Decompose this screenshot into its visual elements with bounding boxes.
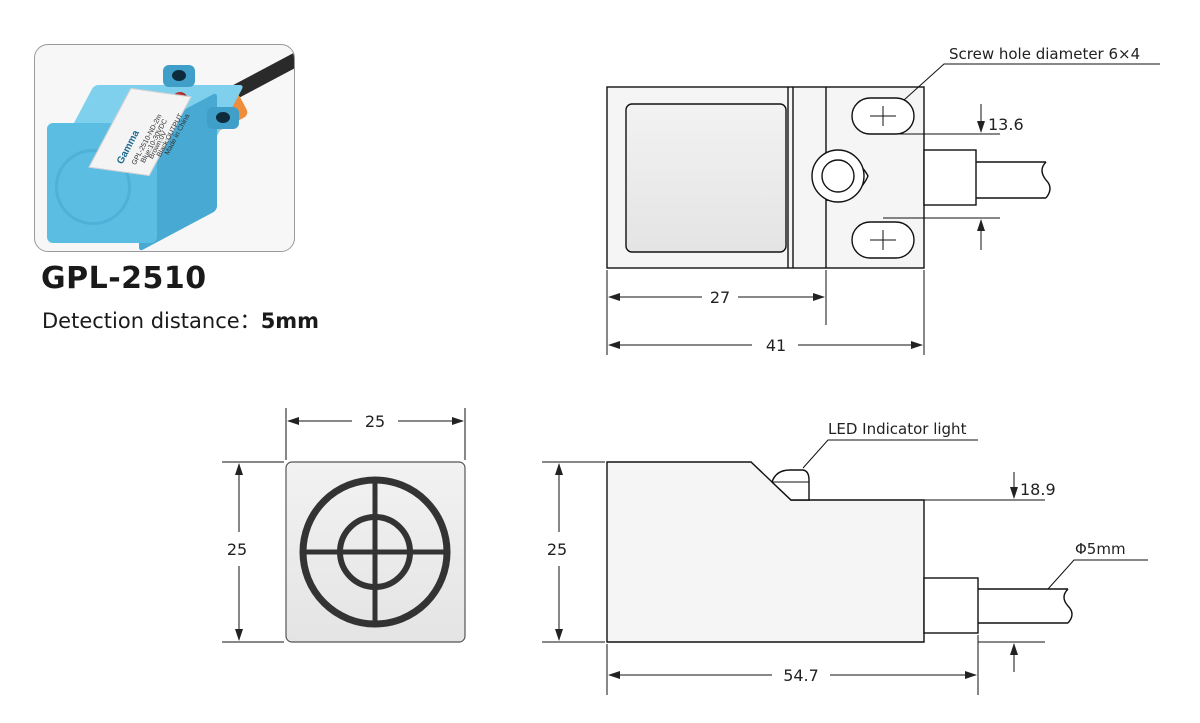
screw-hole-callout: Screw hole diameter 6×4 [949,45,1140,63]
mounting-hole [172,70,186,81]
led-callout: LED Indicator light [828,420,967,438]
dim-face-width: 25 [365,412,385,431]
cable-callout: Φ5mm [1075,540,1126,558]
side-view-dimensions [542,439,1148,695]
side-view-cable-gland [923,577,979,634]
side-view-led [771,469,810,501]
top-view-dimensions [606,63,1160,355]
model-title: GPL-2510 [41,261,207,296]
led-leader [802,439,978,469]
product-photo: Gamma GPL-2510-ND-2m Blue:10-30VDC Brown… [34,44,295,252]
mounting-hole [216,112,230,123]
top-view-cable-gland [923,149,977,206]
mounting-ear [207,107,239,129]
dim-led-offset: 18.9 [1020,480,1056,499]
detection-distance: Detection distance：5mm [42,305,319,335]
top-view-led [821,159,855,193]
dim-face-height: 25 [227,540,247,559]
sensing-face-ring [55,149,131,225]
dim-top-inner-width: 27 [710,288,730,307]
side-view-cable-break [1063,588,1073,624]
detection-value: 5mm [260,309,320,333]
front-view [285,461,466,643]
dim-side-length: 54.7 [783,666,819,685]
dim-side-height: 25 [547,540,567,559]
detection-label: Detection distance： [42,309,261,333]
top-view [606,86,1051,269]
top-view-cable-break [1041,161,1051,199]
mounting-ear [163,65,195,87]
side-view-outline [606,461,925,643]
cable-leader [1047,559,1148,590]
dim-top-total-width: 41 [766,336,786,355]
screw-hole-leader [903,63,1160,101]
top-view-sensing-face [625,103,787,253]
side-view [606,461,1073,643]
front-view-dimensions [222,408,466,643]
dim-hole-spacing: 13.6 [988,115,1024,134]
